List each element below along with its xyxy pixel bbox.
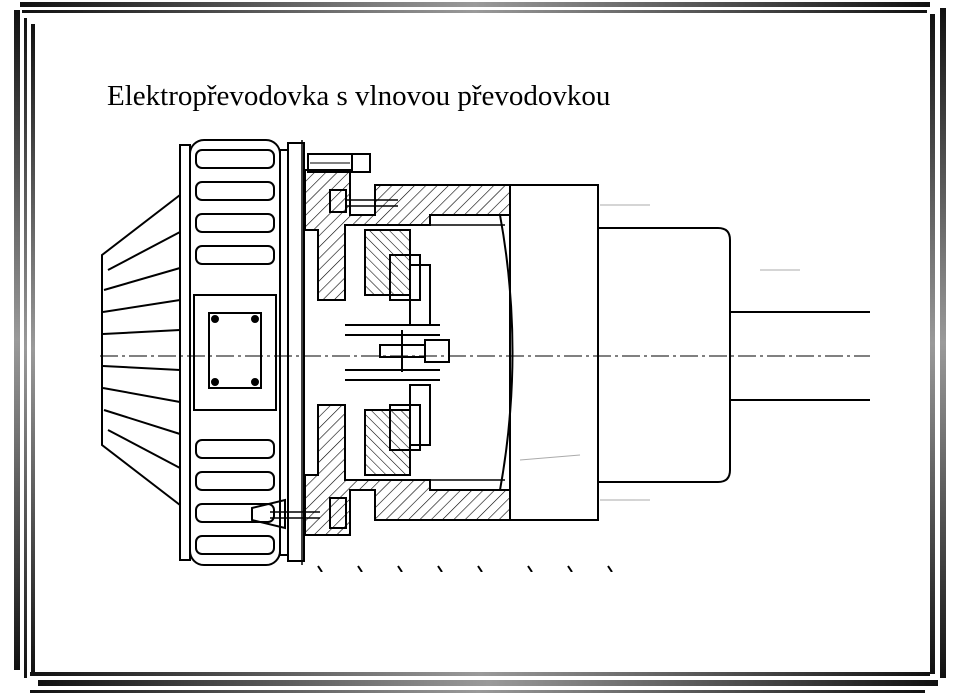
gearbox-cross-section-drawing [100, 139, 870, 572]
motor-flange-right [287, 142, 305, 562]
motor-fan-cover [101, 192, 181, 508]
bottom-tick-row [317, 565, 613, 572]
wave-generator-lower [364, 409, 411, 476]
motor-housing [189, 139, 281, 566]
terminal-box [193, 294, 277, 411]
motor-flange-left [179, 144, 191, 561]
slide-title: Elektropřevodovka s vlnovou převodovkou [107, 80, 611, 112]
flexspline-cup [430, 214, 514, 491]
output-housing [509, 184, 599, 521]
wave-generator-upper [364, 229, 411, 296]
output-flange [598, 227, 731, 483]
